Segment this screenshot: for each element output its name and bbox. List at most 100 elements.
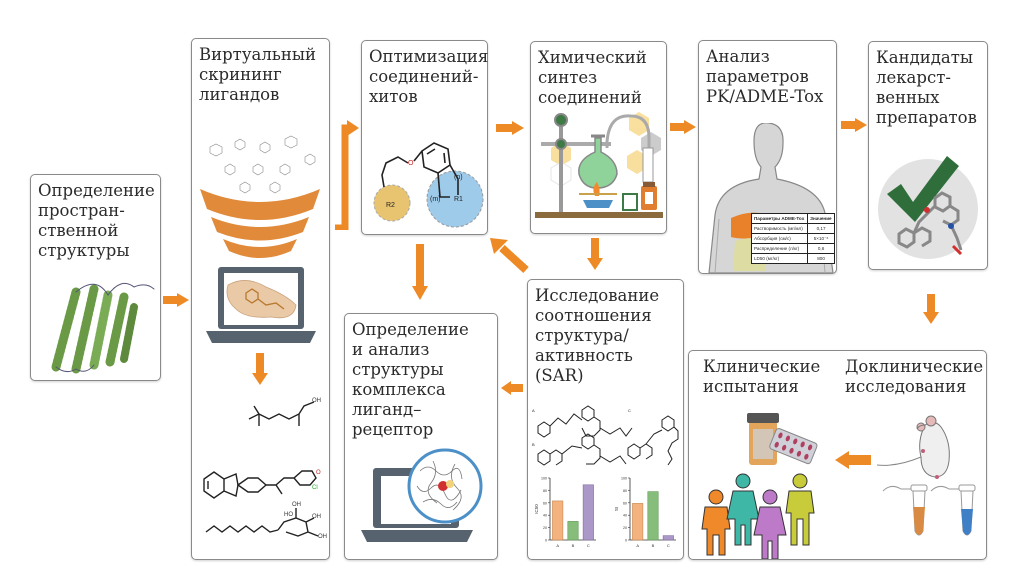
person-yellow-icon: [785, 473, 815, 546]
x-tick-label: A: [636, 543, 639, 548]
sar-compound-label-a: A: [532, 408, 535, 413]
adme-table: Параметры ADME-Tox Значение Растворимост…: [750, 213, 835, 264]
arrow-optimization-to-complex: [412, 244, 428, 302]
molecule-label-o: O: [316, 470, 321, 476]
x-tick-label: B: [572, 543, 575, 548]
people-pills-icon: [701, 413, 818, 559]
y-axis-label: SI: [614, 507, 619, 511]
stage-adme-title: Анализ параметров PK/ADME-Tox: [706, 47, 824, 106]
x-tick-label: A: [556, 543, 559, 548]
y-axis-label: IC50: [534, 504, 539, 514]
lab-glassware-icon: [535, 112, 663, 218]
bar-a: [632, 503, 644, 541]
adme-table-row: Абсорбция (см/с) 5×10⁻⁶: [750, 233, 835, 244]
adme-table-row: LD50 (мг/кг) 800: [750, 253, 835, 264]
y-tick-label: 0: [625, 539, 627, 543]
arrow-synthesis-to-sar: [587, 238, 603, 272]
stage-preclinical-title: Доклинические исследования: [845, 357, 984, 396]
scaffold-n: (n): [454, 174, 463, 181]
arrow-sar-to-complex: [501, 381, 523, 395]
tube-orange-icon: [882, 484, 928, 536]
y-tick-label: 80: [543, 489, 547, 493]
arrow-sar-to-optimization: [488, 236, 530, 274]
funnel-band-2: [211, 217, 309, 241]
adme-table-row: Растворимость (мг/мл) 0,17: [750, 223, 835, 234]
person-orange-icon: [701, 489, 731, 556]
adme-table-header: Значение: [807, 213, 835, 224]
bar-c: [662, 535, 674, 541]
mouse-icon: [877, 415, 950, 479]
stage-sar-title: Исследование соотношения структура/ акти…: [535, 286, 660, 385]
scaffold-oxygen: O: [408, 160, 414, 167]
person-teal-icon: [726, 473, 760, 546]
y-tick-label: 40: [543, 514, 547, 518]
stage-complex-analysis-title: Определение и анализ структуры комплекса…: [352, 320, 469, 439]
stage-synthesis-box: Химический синтез соединений: [530, 41, 667, 234]
arrow-optimization-to-synthesis: [496, 121, 524, 135]
laptop-zoom-icon: [361, 448, 483, 542]
adme-param: Растворимость (мг/мл): [750, 223, 809, 234]
stage-candidates-title: Кандидаты лекарст- венных препаратов: [876, 48, 977, 127]
screening-funnel-icon: [200, 135, 320, 258]
molecule-label-cl: Cl: [312, 485, 318, 491]
adme-value: 0,17: [807, 223, 835, 234]
bar-b: [567, 521, 579, 541]
sar-compound-label-c: C: [628, 408, 631, 413]
molecule-label-ho: HO: [284, 512, 293, 518]
arrow-left-preclinical-to-clinical: [835, 451, 871, 469]
x-tick-label: C: [667, 543, 670, 548]
scaffold-r2: R2: [386, 202, 395, 209]
y-tick-label: 20: [543, 526, 547, 530]
x-tick-label: B: [652, 543, 655, 548]
sar-compound-label-b: B: [532, 442, 535, 447]
y-tick-label: 60: [543, 501, 547, 505]
adme-param: LD50 (мг/кг): [750, 253, 809, 264]
y-tick-label: 100: [621, 477, 627, 481]
mouse-tubes-icon: [877, 415, 976, 536]
molecule-label-oh-1: OH: [312, 398, 321, 404]
y-tick-label: 0: [545, 539, 547, 543]
bar-b: [647, 491, 659, 541]
stage-virtual-screening-title: Виртуальный скрининг лигандов: [199, 45, 316, 104]
y-tick-label: 80: [623, 489, 627, 493]
adme-table-row: Распределение (л/кг) 0,6: [750, 243, 835, 254]
stage-synthesis-title: Химический синтез соединений: [538, 48, 647, 107]
laptop-docking-icon: [206, 267, 316, 343]
arrow-candidates-to-preclinical: [923, 294, 939, 326]
funnel-band-1: [200, 189, 320, 220]
arrow-down-screening: [252, 353, 268, 387]
stage-hit-optimization-box: Оптимизация соединений- хитов O R2 R1 (n…: [361, 40, 488, 235]
stage-adme-box: Анализ параметров PK/ADME-Tox Параметры …: [698, 40, 837, 274]
scaffold-m: (m): [430, 196, 441, 203]
funnel-band-3: [223, 239, 297, 258]
x-tick-label: C: [587, 543, 590, 548]
protein-structure-icon: [51, 282, 155, 374]
stage-structure-title: Определение простран- ственной структуры: [38, 181, 155, 260]
y-tick-label: 100: [541, 477, 547, 481]
ligand-molecules-icon: OH O Cl HO OH OH OH: [203, 398, 327, 540]
molecule-label-oh-3: OH: [312, 514, 321, 520]
arrow-screening-to-optimization: [331, 118, 359, 230]
stage-hit-optimization-title: Оптимизация соединений- хитов: [369, 47, 489, 106]
molecule-scaffold-icon: O R2 R1 (n) (m): [373, 142, 484, 228]
stage-clinical-preclinical-box: Клинические испытания Доклинические иссл…: [688, 350, 987, 560]
stage-structure-box: Определение простран- ственной структуры: [30, 174, 161, 381]
stage-virtual-screening-box: Виртуальный скрининг лигандов: [191, 38, 330, 560]
y-tick-label: 20: [623, 526, 627, 530]
adme-table-header: Параметры ADME-Tox: [750, 213, 809, 224]
checkmark-icon: [887, 156, 959, 222]
stage-complex-analysis-box: Определение и анализ структуры комплекса…: [344, 313, 498, 560]
drug-candidate-icon: [878, 156, 978, 259]
tube-blue-icon: [930, 484, 976, 536]
adme-param: Абсорбция (см/с): [750, 233, 809, 244]
stage-clinical-title: Клинические испытания: [703, 357, 821, 396]
molecule-label-oh-4: OH: [318, 534, 327, 540]
adme-value: 5×10⁻⁶: [807, 233, 835, 244]
arrow-structure-to-screening: [163, 293, 189, 307]
adme-value: 0,6: [807, 243, 835, 254]
y-tick-label: 40: [623, 514, 627, 518]
molecule-label-oh-2: OH: [292, 502, 301, 508]
arrow-synthesis-to-adme: [670, 120, 696, 134]
